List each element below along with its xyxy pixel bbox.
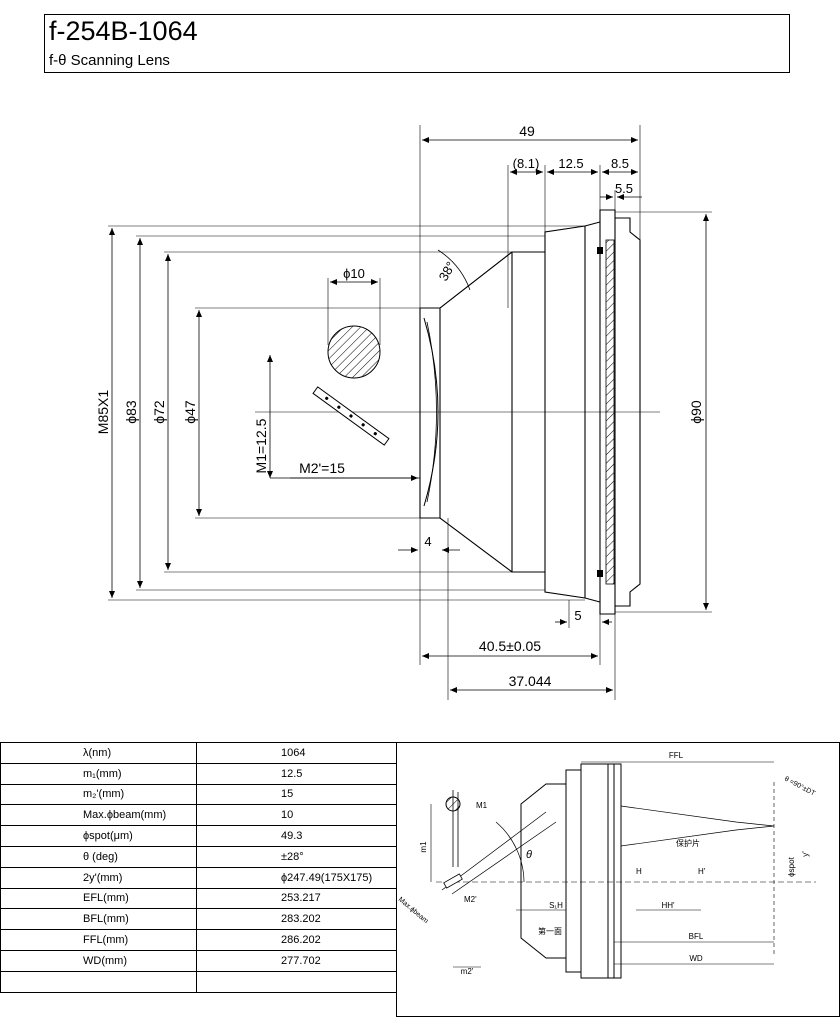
spec-key: 2y'(mm) [0, 866, 197, 889]
spec-value [196, 970, 397, 993]
spec-key: EFL(mm) [0, 887, 197, 910]
spec-key: ϕspot(μm) [0, 825, 197, 847]
spec-value: ϕ247.49(175X175) [196, 866, 397, 889]
lens-drawing: 49 (8.1) 12.5 8.5 5.5 38° ϕ10 M85X1 ϕ83 … [95, 123, 712, 700]
schem-m1: M1 [476, 801, 488, 810]
spec-key: BFL(mm) [0, 908, 197, 931]
spec-key: WD(mm) [0, 949, 197, 972]
spec-value: 10 [196, 804, 397, 827]
spec-key: m₁(mm) [0, 762, 197, 785]
schem-wd: WD [689, 954, 703, 963]
spec-row: Max.ϕbeam(mm)10 [0, 804, 397, 827]
front-lens [423, 317, 439, 507]
dim-5-5: 5.5 [615, 181, 633, 196]
dim-12-5: 12.5 [558, 156, 583, 171]
spec-key: m₂'(mm) [0, 783, 197, 806]
page-title: f-254B-1064 [49, 16, 198, 46]
schem-theta-formula: θ =90°±DT [783, 775, 817, 798]
spec-row: θ (deg)±28° [0, 845, 397, 868]
dim-4: 4 [424, 534, 431, 549]
dim-38deg: 38° [436, 259, 459, 284]
spec-row: EFL(mm)253.217 [0, 887, 397, 910]
spec-value: 15 [196, 783, 397, 806]
schem-m2-bottom: m2' [461, 967, 474, 976]
title-block: f-254B-1064 f-θ Scanning Lens [44, 14, 790, 73]
dim-5: 5 [574, 608, 581, 623]
spec-row: m₁(mm)12.5 [0, 762, 397, 785]
beam-spot [327, 325, 381, 379]
schem-phi-spot: ϕspot [787, 856, 796, 876]
spec-value: 49.3 [196, 825, 397, 847]
spec-row: m₂'(mm)15 [0, 783, 397, 806]
spec-key [0, 970, 197, 993]
spec-row: 2y'(mm)ϕ247.49(175X175) [0, 866, 397, 889]
dim-40-5: 40.5±0.05 [479, 638, 541, 654]
spec-value: 283.202 [196, 908, 397, 931]
dim-8-1: (8.1) [513, 156, 540, 171]
dimension-lines [109, 137, 709, 693]
schem-h: H [636, 867, 642, 876]
lens-body-outline [419, 209, 641, 615]
schem-m1-side: m1 [419, 841, 428, 853]
mirror-m2 [312, 386, 390, 446]
dim-8-5: 8.5 [611, 156, 629, 171]
spec-key: Max.ϕbeam(mm) [0, 804, 197, 827]
schem-m2: M2' [464, 895, 477, 904]
schem-s1h: S₁H [549, 901, 563, 910]
schem-max-beam: Max.ϕbeam [397, 896, 430, 925]
dim-phi47: ϕ47 [182, 400, 198, 424]
dim-phi90: ϕ90 [688, 400, 704, 424]
schem-theta: θ [526, 849, 532, 861]
optical-schematic: FFL BFL WD M1 m1 M2' m2' Max.ϕbeam θ θ =… [396, 742, 840, 1017]
extension-lines [108, 125, 712, 700]
schem-y-prime: y' [801, 851, 810, 857]
schem-protect: 保护片 [676, 838, 700, 848]
spec-key: θ (deg) [0, 845, 197, 868]
dim-m85: M85X1 [95, 390, 111, 435]
dim-m1: M1=12.5 [253, 418, 269, 473]
schem-hh: HH' [661, 901, 675, 910]
spec-key: λ(nm) [0, 742, 197, 764]
schem-first-face: 第一面 [538, 926, 562, 936]
spec-value: 286.202 [196, 929, 397, 951]
spec-key: FFL(mm) [0, 929, 197, 951]
dim-37-044: 37.044 [509, 673, 552, 689]
spec-value: 12.5 [196, 762, 397, 785]
spec-value: 253.217 [196, 887, 397, 910]
spec-row [0, 970, 397, 993]
spec-row: BFL(mm)283.202 [0, 908, 397, 931]
dim-m2: M2'=15 [299, 460, 345, 476]
spec-row: FFL(mm)286.202 [0, 929, 397, 951]
spec-value: ±28° [196, 845, 397, 868]
schem-bfl: BFL [689, 932, 704, 941]
spec-row: WD(mm)277.702 [0, 949, 397, 972]
spec-row: ϕspot(μm)49.3 [0, 825, 397, 847]
page-subtitle: f-θ Scanning Lens [49, 52, 170, 69]
dim-phi10: ϕ10 [343, 266, 365, 281]
dim-phi83: ϕ83 [123, 400, 139, 424]
dim-49: 49 [519, 123, 535, 139]
protective-window [605, 239, 615, 585]
schem-h-prime: H' [698, 867, 706, 876]
spec-value: 277.702 [196, 949, 397, 972]
spec-value: 1064 [196, 742, 397, 764]
dim-phi72: ϕ72 [151, 400, 167, 424]
schem-ffl: FFL [669, 751, 684, 760]
spec-row: λ(nm)1064 [0, 742, 397, 764]
